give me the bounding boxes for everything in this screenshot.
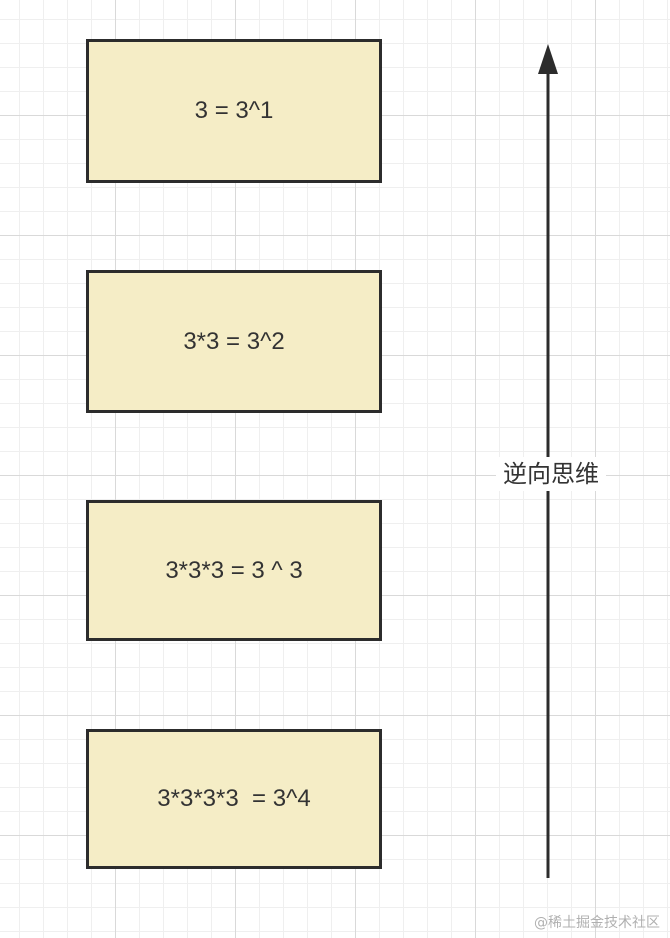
power-box-2: 3*3 = 3^2 — [86, 270, 382, 413]
arrow-label: 逆向思维 — [496, 457, 606, 491]
power-box-3: 3*3*3 = 3 ^ 3 — [86, 500, 382, 641]
power-box-4: 3*3*3*3 = 3^4 — [86, 729, 382, 869]
watermark: @稀土掘金技术社区 — [534, 915, 660, 931]
arrow-head-icon — [538, 44, 558, 74]
power-box-1: 3 = 3^1 — [86, 39, 382, 183]
